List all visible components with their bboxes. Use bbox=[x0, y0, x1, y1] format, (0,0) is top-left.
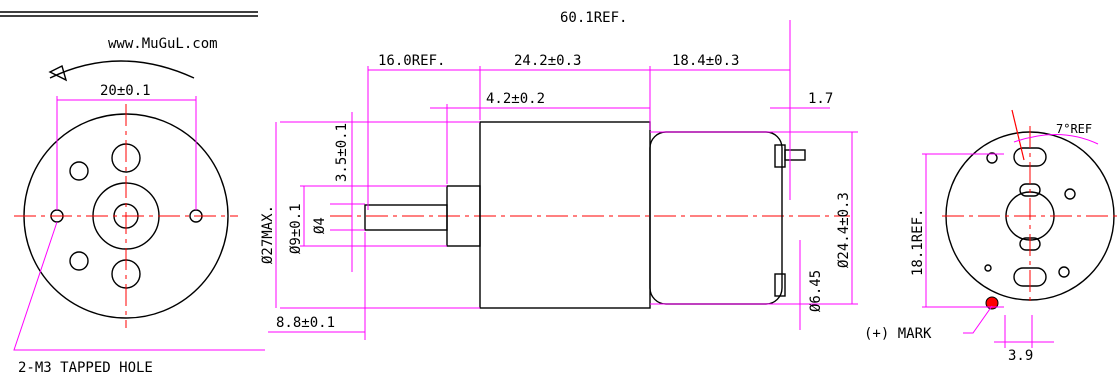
body-length-label: 24.2±0.3 bbox=[514, 53, 581, 69]
terminal-bottom bbox=[774, 273, 786, 297]
tapped-hole-note: 2-M3 TAPPED HOLE bbox=[18, 360, 153, 376]
rear-spacing-label: 18.1REF. bbox=[910, 209, 926, 276]
terminal-top bbox=[774, 144, 786, 168]
watermark: www.MuGuL.com bbox=[108, 36, 218, 52]
motor-can bbox=[649, 131, 783, 305]
side-view bbox=[268, 20, 858, 340]
terminal-offset-label: 1.7 bbox=[808, 91, 833, 107]
terminal-angle-label: 7°REF bbox=[1056, 122, 1092, 136]
rotation-arrow bbox=[49, 60, 195, 79]
terminal-angle-arc bbox=[1013, 134, 1099, 145]
gearbox-body bbox=[479, 121, 651, 309]
rear-vent bbox=[1058, 266, 1070, 278]
polarity-mark-dot bbox=[985, 296, 999, 310]
motor-length-label: 18.4±0.3 bbox=[672, 53, 739, 69]
polarity-leader bbox=[963, 305, 993, 334]
front-hole-spacing-label: 20±0.1 bbox=[100, 83, 151, 99]
gearbox-diameter-label: Ø27MAX. bbox=[260, 205, 276, 264]
flange-step-label: 4.2±0.2 bbox=[486, 91, 545, 107]
front-hole-lower-left bbox=[69, 251, 89, 271]
shaft-length-label: 8.8±0.1 bbox=[276, 315, 335, 331]
front-hole-upper-left bbox=[69, 161, 89, 181]
terminal-tab-top bbox=[784, 149, 806, 161]
motor-diameter-label: Ø24.4±0.3 bbox=[836, 192, 852, 268]
terminal-angle-line bbox=[1011, 109, 1025, 161]
rear-view bbox=[922, 109, 1119, 348]
polarity-mark-note: (+) MARK bbox=[864, 326, 932, 342]
dimension-labels: www.MuGuL.com 20±0.1 2-M3 TAPPED HOLE 60… bbox=[18, 10, 1092, 376]
boss-diameter-label: Ø9±0.1 bbox=[288, 203, 304, 254]
mark-offset-label: 3.9 bbox=[1008, 348, 1033, 364]
terminal-diameter-label: Ø6.45 bbox=[808, 270, 824, 312]
rear-vent bbox=[986, 152, 998, 164]
tapped-hole-leader bbox=[13, 221, 265, 351]
rotation-arrow-head bbox=[48, 64, 68, 82]
overall-length-label: 60.1REF. bbox=[560, 10, 627, 26]
rear-vent bbox=[1064, 188, 1076, 200]
front-view bbox=[0, 11, 265, 351]
output-shaft bbox=[364, 204, 448, 231]
gearbox-length-label: 16.0REF. bbox=[378, 53, 445, 69]
shaft-diameter-label: Ø4 bbox=[312, 217, 328, 234]
shaft-offset-label: 3.5±0.1 bbox=[334, 123, 350, 182]
rear-vent bbox=[984, 264, 992, 272]
